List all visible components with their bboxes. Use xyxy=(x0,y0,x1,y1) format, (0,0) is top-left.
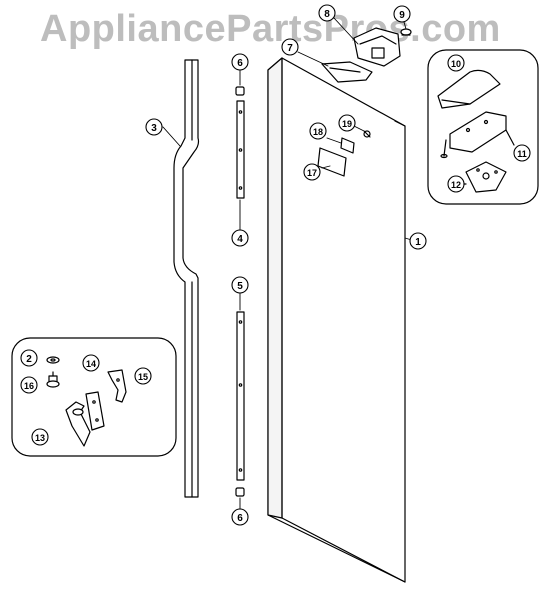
callout-11: 11 xyxy=(517,149,527,159)
callout-5: 5 xyxy=(237,281,243,292)
callout-13: 13 xyxy=(35,433,45,443)
leader-lines xyxy=(162,17,416,510)
handle-strip-part-5 xyxy=(236,311,245,481)
callout-16: 16 xyxy=(24,381,34,391)
handle-strip-part-4 xyxy=(236,100,245,199)
inset-hinge-panel xyxy=(427,49,539,205)
callout-labels: 1 2 3 4 5 6 6 7 8 9 10 11 12 13 14 15 16… xyxy=(24,9,527,524)
callout-18: 18 xyxy=(313,127,323,137)
callout-12: 12 xyxy=(451,180,461,190)
handle-part-3 xyxy=(173,59,200,498)
callout-10: 10 xyxy=(451,59,461,69)
callout-14: 14 xyxy=(86,359,96,369)
watermark: AppliancePartsPros.com xyxy=(40,8,501,50)
callout-6-top: 6 xyxy=(237,58,243,69)
callout-2: 2 xyxy=(26,354,32,365)
callout-1: 1 xyxy=(415,237,421,248)
callout-7: 7 xyxy=(287,43,293,54)
end-cap-part-6-top xyxy=(235,86,245,96)
inset-bottom-hinge-panel xyxy=(11,337,177,457)
callout-8: 8 xyxy=(324,9,330,20)
end-cap-part-6-bottom xyxy=(235,487,245,497)
callout-17: 17 xyxy=(307,168,317,178)
door-panel xyxy=(267,57,406,583)
callout-circles xyxy=(20,4,531,526)
hinge-cap-part-7 xyxy=(321,61,373,83)
callout-3: 3 xyxy=(151,123,157,134)
callout-6-bottom: 6 xyxy=(237,513,243,524)
screw-part-19 xyxy=(363,130,371,138)
callout-4: 4 xyxy=(237,234,243,245)
callout-15: 15 xyxy=(138,372,148,382)
callout-9: 9 xyxy=(399,10,405,21)
clip-part-18 xyxy=(340,137,355,154)
badge-part-17 xyxy=(317,147,347,177)
callout-19: 19 xyxy=(342,119,352,129)
hinge-block-part-8 xyxy=(353,27,401,67)
screw-part-9 xyxy=(400,28,412,36)
